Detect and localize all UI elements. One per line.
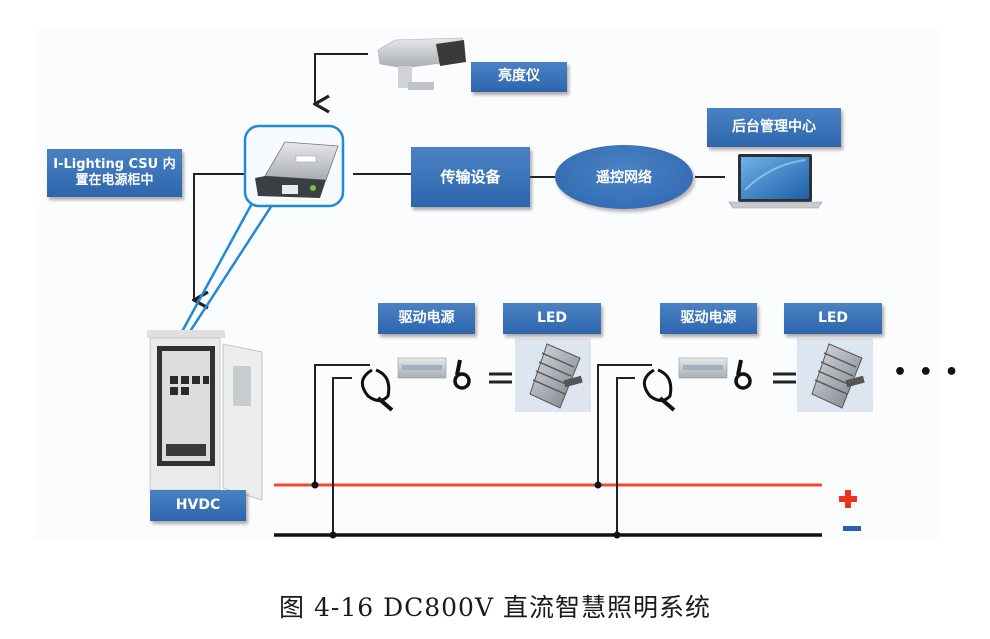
laptop-icon — [728, 154, 823, 209]
junction-dot — [329, 531, 337, 539]
brightness-meter-label: 亮度仪 — [471, 62, 567, 92]
junction-dot — [311, 481, 319, 489]
branch-2-wiring — [597, 364, 652, 535]
figure-caption: 图 4-16 DC800V 直流智慧照明系统 — [279, 593, 711, 622]
driver-power-icon — [642, 357, 752, 412]
remote-control-network-node: 遥控网络 — [555, 145, 693, 209]
sensor-to-csu-connector — [315, 53, 368, 104]
driver-power-label-2: 驱动电源 — [660, 303, 757, 334]
power-cabinet-icon — [147, 330, 263, 501]
positive-symbol — [839, 490, 857, 508]
driver-power-label-1: 驱动电源 — [378, 303, 475, 334]
equals-sign — [773, 372, 796, 384]
csu-label: I-Lighting CSU 内 置在电源柜中 — [47, 149, 182, 197]
hvdc-label: HVDC — [150, 490, 246, 521]
controller-unit-icon — [255, 141, 339, 198]
led-label-2: LED — [784, 303, 882, 334]
csu-label-line1: I-Lighting CSU 内 — [53, 156, 176, 172]
junction-dot — [594, 481, 602, 489]
csu-to-hvdc-connector — [194, 173, 245, 300]
backend-management-center-label: 后台管理中心 — [707, 108, 841, 147]
junction-dot — [613, 531, 621, 539]
transmission-equipment-node: 传输设备 — [411, 147, 530, 207]
led-label-1: LED — [503, 303, 601, 334]
csu-label-line2: 置在电源柜中 — [75, 173, 154, 188]
camera-sensor-icon — [377, 37, 466, 90]
equals-sign — [489, 372, 512, 384]
continuation-ellipsis: • • • — [893, 360, 961, 385]
branch-1-wiring — [314, 364, 370, 535]
negative-symbol — [843, 526, 861, 531]
driver-power-icon — [360, 357, 471, 412]
led-floodlight-icon — [515, 338, 591, 412]
led-floodlight-icon — [797, 338, 873, 412]
